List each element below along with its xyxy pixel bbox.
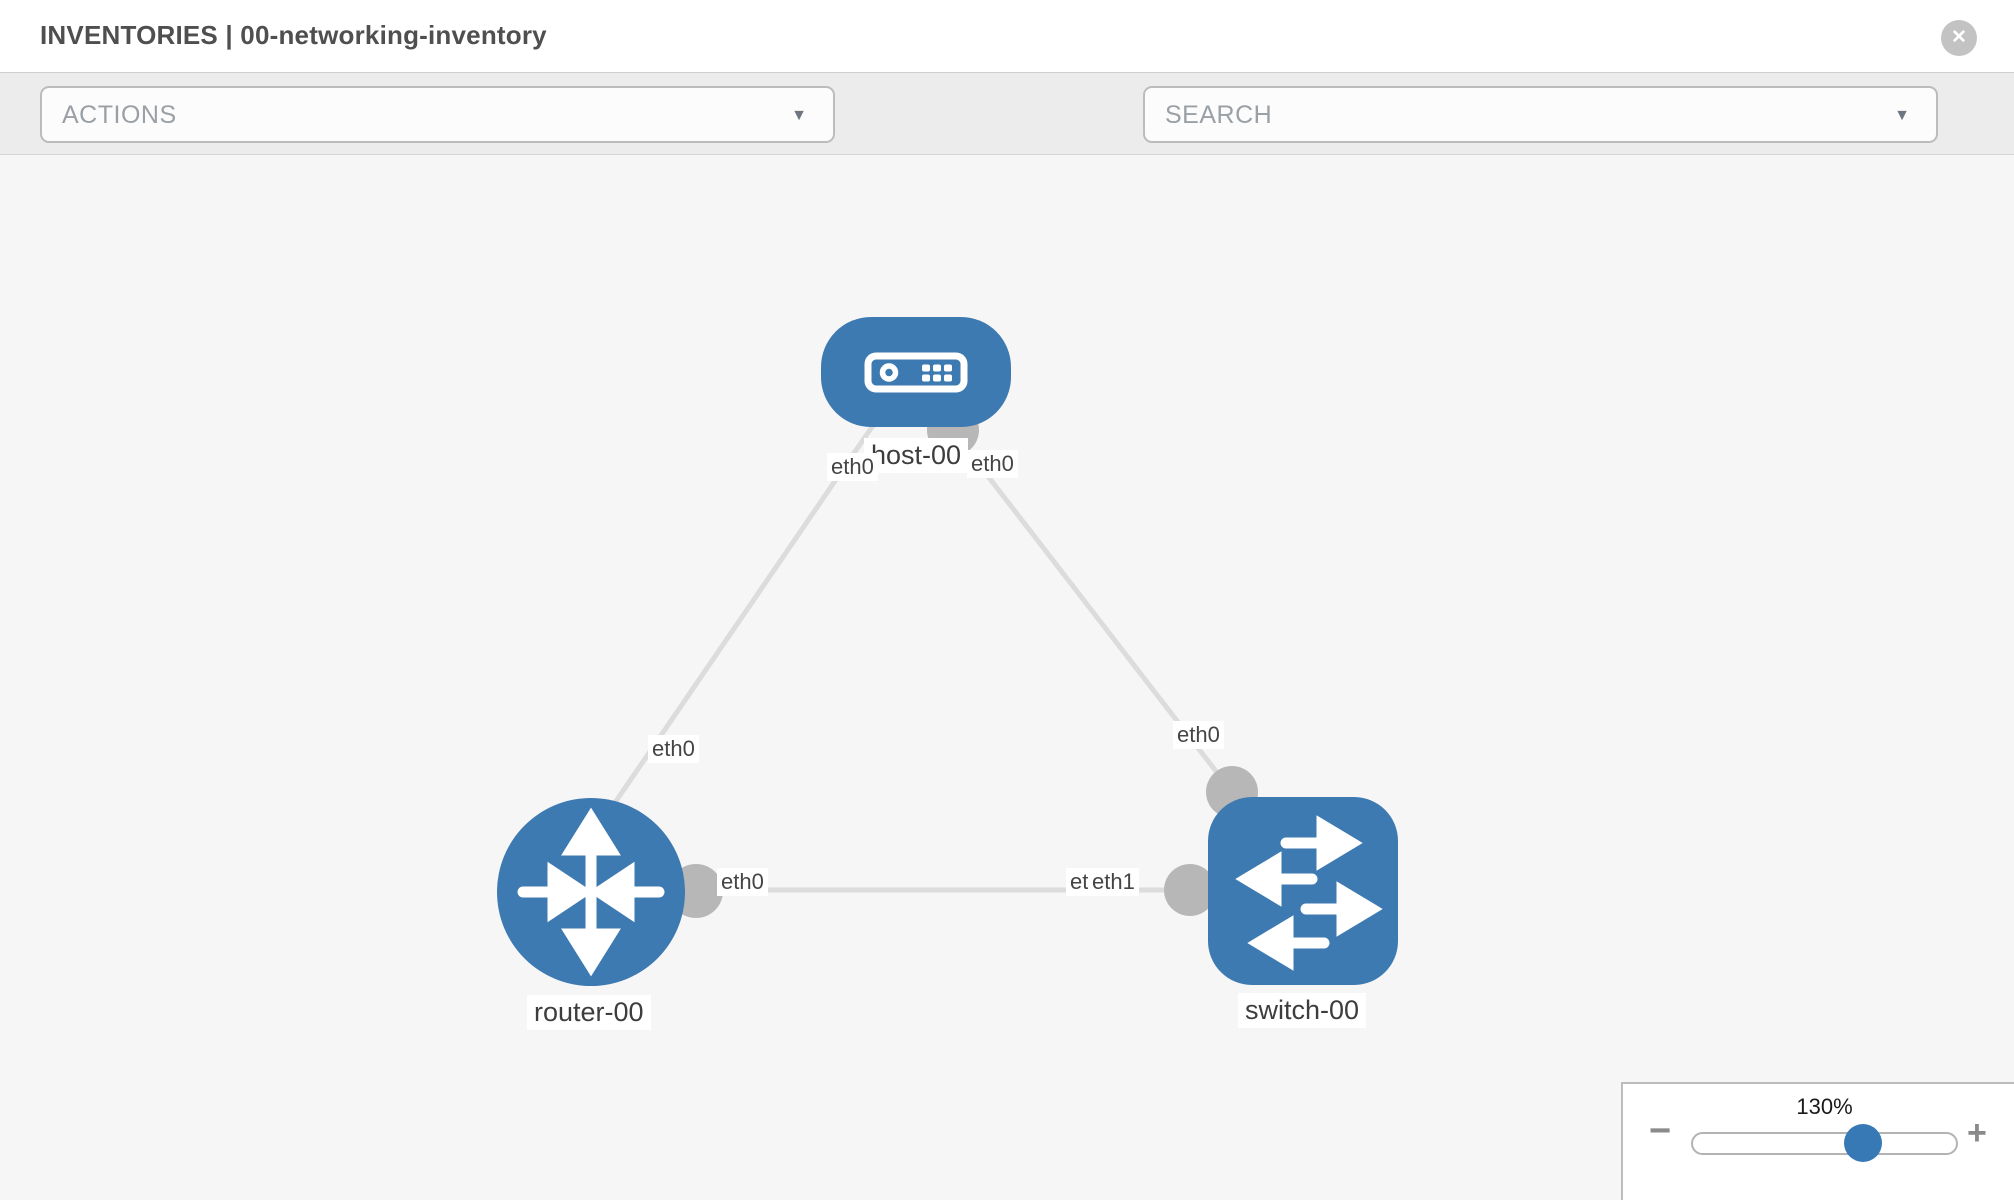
toolbar: ACTIONS ▼ SEARCH ▼ (0, 72, 2014, 208)
zoom-out-button[interactable]: − (1649, 1110, 1672, 1152)
page-title: INVENTORIES | 00-networking-inventory (40, 20, 547, 50)
chevron-down-icon: ▼ (1894, 107, 1910, 124)
interface-label-router-eth0-mid: eth0 (717, 868, 768, 896)
node-host-00[interactable] (821, 317, 1011, 427)
interface-label-switch-eth1: eth1 (1088, 868, 1139, 896)
search-dropdown[interactable]: SEARCH ▼ (1143, 86, 1938, 143)
zoom-slider-track[interactable] (1691, 1132, 1958, 1155)
header: INVENTORIES | 00-networking-inventory ✕ (0, 0, 2014, 72)
chevron-down-icon: ▼ (791, 107, 807, 124)
switch-arrows-icon (1235, 815, 1383, 971)
actions-dropdown[interactable]: ACTIONS ▼ (40, 86, 835, 143)
router-arrows-icon (517, 807, 665, 977)
server-icon (864, 352, 968, 393)
interface-label-host-eth0-right: eth0 (967, 450, 1018, 478)
interface-label-host-eth0-left: eth0 (827, 453, 878, 481)
actions-dropdown-label: ACTIONS (62, 101, 177, 129)
node-router-00[interactable] (497, 798, 685, 986)
search-dropdown-label: SEARCH (1165, 101, 1273, 129)
close-icon[interactable]: ✕ (1941, 20, 1977, 56)
node-label-switch: switch-00 (1238, 993, 1367, 1028)
interface-label-router-eth0-top: eth0 (648, 735, 699, 763)
zoom-control-panel: 130% − + (1621, 1082, 2014, 1200)
zoom-slider-thumb[interactable] (1844, 1124, 1882, 1162)
node-switch-00[interactable] (1208, 797, 1398, 985)
topology-canvas[interactable] (0, 155, 2014, 1200)
zoom-in-button[interactable]: + (1967, 1114, 1987, 1152)
node-label-router: router-00 (527, 995, 651, 1030)
node-label-host: host-00 (864, 438, 969, 473)
interface-label-switch-eth0-top: eth0 (1173, 721, 1224, 749)
zoom-level-value: 130% (1796, 1094, 1853, 1119)
